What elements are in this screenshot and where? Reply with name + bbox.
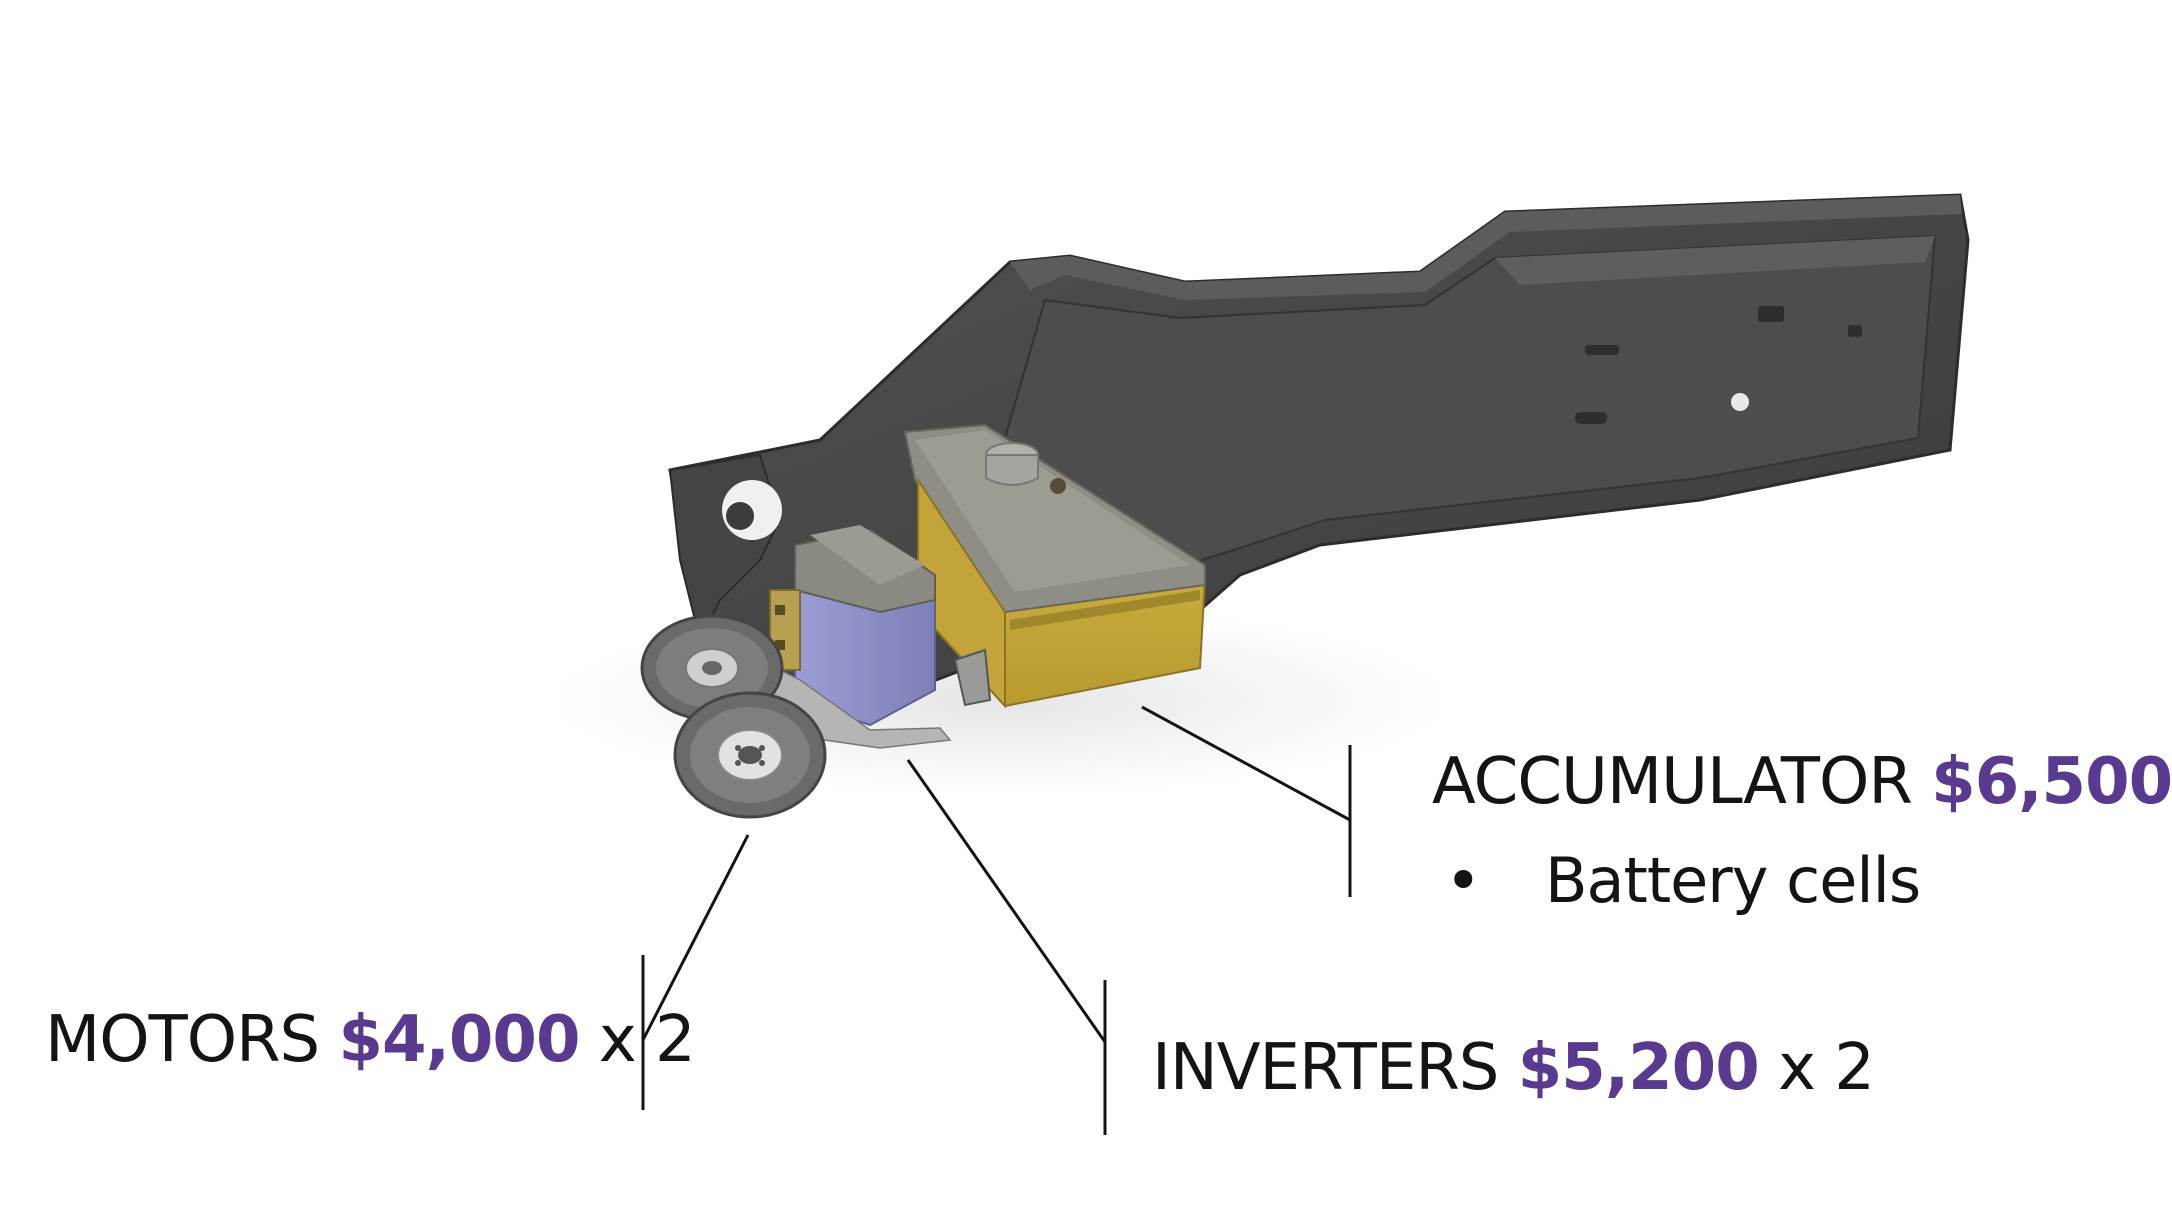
motors-leader [641, 834, 750, 1110]
motors-label: MOTORS $4,000 x 2 [45, 1008, 696, 1072]
chassis-slot [1758, 306, 1784, 322]
bracket [775, 605, 785, 615]
inverters-label: INVERTERS $5,200 x 2 [1152, 1036, 1875, 1100]
accumulator-cylinder [985, 454, 1039, 486]
accumulator-name: ACCUMULATOR [1432, 745, 1913, 819]
accumulator-price: $6,500 [1931, 745, 2172, 819]
accumulator-knob [1050, 478, 1066, 494]
bracket [775, 640, 785, 650]
inverters-price: $5,200 [1517, 1031, 1760, 1105]
accumulator-lid-top [915, 430, 1190, 592]
wheel-front [673, 691, 827, 819]
chassis-hole [1731, 393, 1749, 411]
chassis-slot [1848, 325, 1862, 337]
connector [953, 648, 992, 707]
nose-opening-inner [726, 502, 754, 530]
chassis-slot [1575, 412, 1607, 424]
inverters-multiplier: x 2 [1778, 1031, 1875, 1105]
motors-name: MOTORS [45, 1003, 320, 1077]
motors-multiplier: x 2 [598, 1003, 696, 1077]
bullet-dot: • [1445, 844, 1482, 917]
accumulator-bullet-text: Battery cells [1545, 844, 1921, 917]
inverters-name: INVERTERS [1152, 1031, 1499, 1105]
inverter-mount [810, 525, 925, 585]
vehicle-render [550, 193, 1970, 1135]
motors-price: $4,000 [338, 1003, 581, 1077]
accumulator-vent [1010, 590, 1200, 630]
chassis-rim [1010, 195, 1962, 300]
accumulator-label: ACCUMULATOR $6,500 [1432, 750, 2172, 814]
diagram-stage: ACCUMULATOR $6,500 • Battery cells MOTORS… [45, 193, 2172, 1135]
chassis-slot [1585, 345, 1619, 355]
chassis-inner-wall [1495, 236, 1935, 285]
accumulator-leader [1141, 705, 1352, 897]
inverters-leader [906, 759, 1107, 1135]
accumulator-bullet: • Battery cells [1445, 844, 1921, 917]
